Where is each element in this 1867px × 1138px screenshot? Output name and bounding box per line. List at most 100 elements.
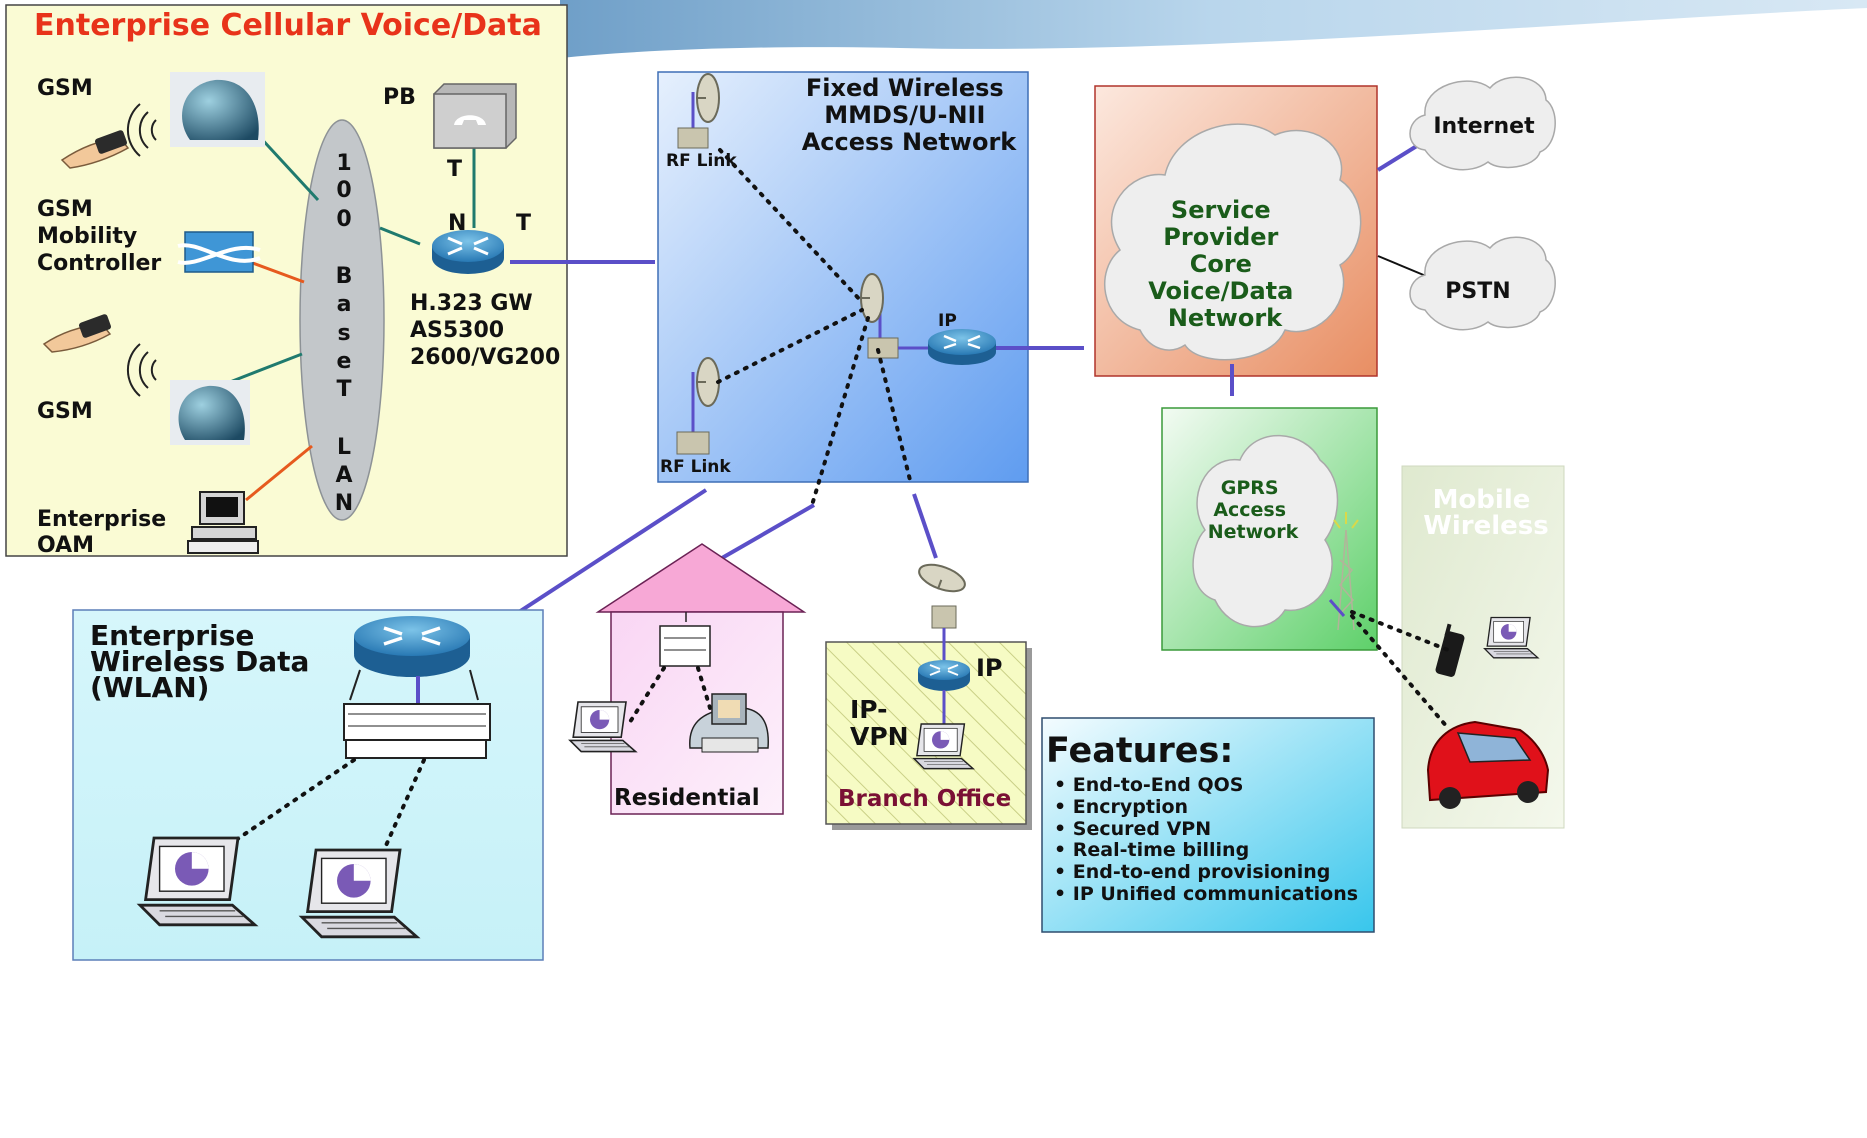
wlan-panel: Enterprise Wireless Data (WLAN) bbox=[72, 609, 544, 961]
t-label-right: T bbox=[516, 211, 531, 236]
features-list: • End-to-End QOS • Encryption • Secured … bbox=[1054, 774, 1358, 905]
mobile-wireless-line: Mobile bbox=[1433, 485, 1531, 515]
lan-char: T bbox=[336, 377, 351, 402]
lan-text: 1 0 0 B a s e T L A N bbox=[335, 151, 353, 516]
rf-link-top-label: RF Link bbox=[666, 151, 737, 171]
fixed-wireless-panel: Fixed Wireless MMDS/U-NII Access Network… bbox=[657, 71, 1029, 507]
service-provider-cloud bbox=[1103, 123, 1362, 361]
gprs-cloud bbox=[1192, 434, 1339, 628]
ipvpn-line: IP- bbox=[850, 695, 888, 724]
lan-char: N bbox=[335, 491, 353, 516]
wireless-link bbox=[876, 348, 912, 482]
branch-dish-icon bbox=[914, 558, 970, 599]
gateway-line: H.323 GW bbox=[410, 291, 533, 316]
rf-unit-icon bbox=[677, 127, 709, 149]
branch-rf-unit-icon bbox=[931, 605, 957, 629]
ipvpn-line: VPN bbox=[850, 722, 909, 751]
wireless-links bbox=[716, 148, 912, 507]
gprs-title-line: Network bbox=[1208, 521, 1299, 543]
feature-item-text: End-to-End QOS bbox=[1073, 774, 1244, 796]
wireless-link bbox=[382, 758, 426, 852]
lan-char: a bbox=[337, 292, 352, 317]
link-provider-internet bbox=[1376, 142, 1422, 172]
gsm-mobility-line: Mobility bbox=[37, 224, 137, 249]
rf-link-bottom-label: RF Link bbox=[660, 457, 731, 477]
feature-item-text: Secured VPN bbox=[1073, 818, 1211, 840]
ip-router-icon bbox=[928, 329, 996, 365]
hub-unit-icon bbox=[867, 337, 899, 359]
fixed-wireless-title-line: MMDS/U-NII bbox=[824, 101, 985, 129]
link-provider-pstn bbox=[1377, 255, 1427, 277]
wlan-title: Enterprise Wireless Data (WLAN) bbox=[90, 619, 319, 704]
feature-item-text: Real-time billing bbox=[1073, 839, 1249, 861]
link-gsm-bottom bbox=[229, 352, 303, 384]
branch-office-panel: IP IP- VPN Branch Office bbox=[825, 558, 1032, 830]
gsm-mobility-line: GSM bbox=[37, 197, 93, 222]
wireless-link bbox=[1350, 610, 1450, 652]
mobile-wireless-panel: Mobile Wireless bbox=[1401, 465, 1565, 829]
wireless-link bbox=[628, 666, 666, 724]
lan-char: 0 bbox=[336, 207, 351, 232]
internet-label: Internet bbox=[1433, 114, 1535, 139]
feature-item-text: End-to-end provisioning bbox=[1073, 861, 1331, 883]
service-provider-line: Voice/Data bbox=[1148, 277, 1293, 305]
lan-char: L bbox=[337, 435, 351, 460]
feature-item-text: Encryption bbox=[1073, 796, 1188, 818]
feature-item: • IP Unified communications bbox=[1054, 883, 1358, 905]
link-mobility-controller bbox=[249, 260, 305, 284]
handset-signal-icon bbox=[42, 314, 157, 397]
link-gsm-top bbox=[256, 133, 320, 202]
features-title: Features: bbox=[1046, 731, 1233, 771]
handset-signal-icon bbox=[60, 103, 157, 169]
feature-item: • End-to-end provisioning bbox=[1054, 861, 1330, 883]
service-provider-line: Network bbox=[1168, 304, 1283, 332]
lan-char: e bbox=[337, 349, 352, 374]
gprs-panel: GPRS Access Network bbox=[1161, 407, 1378, 651]
lan-char: 0 bbox=[336, 178, 351, 203]
header-wave-banner bbox=[560, 0, 1867, 58]
wireless-link bbox=[234, 758, 356, 842]
cell-phone-icon bbox=[1435, 623, 1465, 677]
enterprise-cellular-title: Enterprise Cellular Voice/Data bbox=[34, 8, 542, 43]
fixed-wireless-title-line: Fixed Wireless bbox=[806, 74, 1004, 102]
gsm-mobility-label: GSM Mobility Controller bbox=[37, 197, 161, 276]
residential-house: Residential bbox=[569, 543, 807, 815]
residential-access-point-icon bbox=[659, 612, 711, 667]
gsm-top-label: GSM bbox=[37, 76, 93, 101]
gprs-title-line: Access bbox=[1213, 499, 1286, 521]
enterprise-oam-label: Enterprise OAM bbox=[37, 507, 174, 558]
hub-dish-icon bbox=[859, 273, 884, 323]
gateway-line: 2600/VG200 bbox=[410, 345, 560, 370]
wlan-access-point-icon bbox=[343, 669, 491, 759]
wlan-links bbox=[234, 758, 426, 852]
features-panel: Features: • End-to-End QOS • Encryption … bbox=[1041, 717, 1375, 933]
link-lan-gateway bbox=[379, 226, 421, 246]
gsm-base-station-icon bbox=[170, 380, 250, 445]
car-icon bbox=[1426, 720, 1550, 809]
lan-char: B bbox=[336, 264, 353, 289]
rf-dish-icon bbox=[695, 73, 720, 123]
n-label: N bbox=[448, 211, 466, 236]
gateway-label: H.323 GW AS5300 2600/VG200 bbox=[410, 291, 560, 370]
residential-links bbox=[628, 666, 712, 724]
t-label-top: T bbox=[447, 157, 462, 182]
wlan-title-line: Enterprise bbox=[90, 619, 254, 652]
video-phone-icon bbox=[689, 693, 769, 753]
feature-item: • Encryption bbox=[1054, 796, 1188, 818]
gprs-title-line: GPRS bbox=[1221, 477, 1279, 499]
pstn-label: PSTN bbox=[1445, 279, 1510, 304]
wireless-link bbox=[716, 308, 864, 384]
fixed-wireless-title-line: Access Network bbox=[802, 128, 1018, 156]
wlan-title-line: Wireless Data bbox=[90, 645, 309, 678]
lan-char: A bbox=[335, 463, 352, 488]
enterprise-cellular-panel: Enterprise Cellular Voice/Data 1 0 0 B a… bbox=[5, 4, 568, 558]
gprs-title: GPRS Access Network bbox=[1208, 477, 1299, 543]
link-fixed-branch bbox=[912, 493, 938, 559]
wlan-router-icon bbox=[354, 616, 470, 677]
ipvpn-label: IP- VPN bbox=[850, 695, 909, 751]
link-oam bbox=[245, 444, 313, 502]
feature-item: • Secured VPN bbox=[1054, 818, 1211, 840]
residential-label: Residential bbox=[614, 785, 760, 811]
wireless-link bbox=[810, 316, 870, 507]
